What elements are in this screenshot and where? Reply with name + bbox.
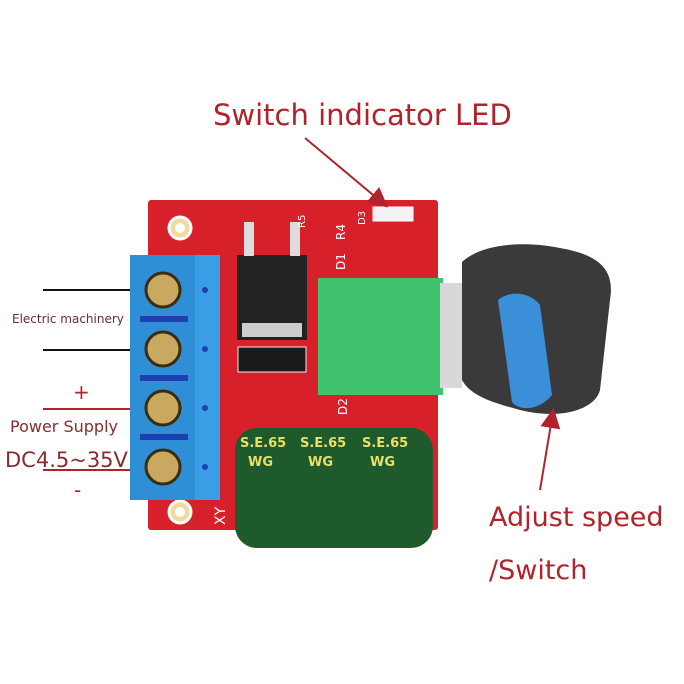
svg-text:WG: WG <box>248 455 273 470</box>
negative-label: - <box>74 478 82 502</box>
svg-text:S.E.65: S.E.65 <box>240 436 286 451</box>
diode <box>237 346 307 373</box>
svg-text:S.E.65: S.E.65 <box>362 436 408 451</box>
positive-label: + <box>73 380 90 404</box>
voltage-label: DC4.5~35V <box>5 448 128 472</box>
silk-d2: D2 <box>336 398 350 415</box>
svg-text:WG: WG <box>308 455 333 470</box>
led-arrow <box>304 137 389 208</box>
indicator-led <box>372 206 414 222</box>
power-supply-label: Power Supply <box>10 417 118 436</box>
switch-label: /Switch <box>489 555 588 586</box>
led-label: Switch indicator LED <box>213 98 512 132</box>
silk-xy: XY <box>213 506 229 525</box>
silk-r5: R5 <box>297 215 308 228</box>
knob-stripe <box>498 293 552 409</box>
silk-r4: R4 <box>334 224 348 240</box>
svg-text:S.E.65: S.E.65 <box>300 436 346 451</box>
motor-label: Electric machinery <box>12 312 124 326</box>
adjust-speed-label: Adjust speed <box>489 502 664 533</box>
knob-arrow <box>539 408 561 491</box>
potentiometer-body <box>318 278 443 395</box>
svg-text:WG: WG <box>370 455 395 470</box>
capacitor <box>235 428 433 548</box>
silk-d1: D1 <box>334 253 348 270</box>
silk-d3: D3 <box>357 211 368 225</box>
